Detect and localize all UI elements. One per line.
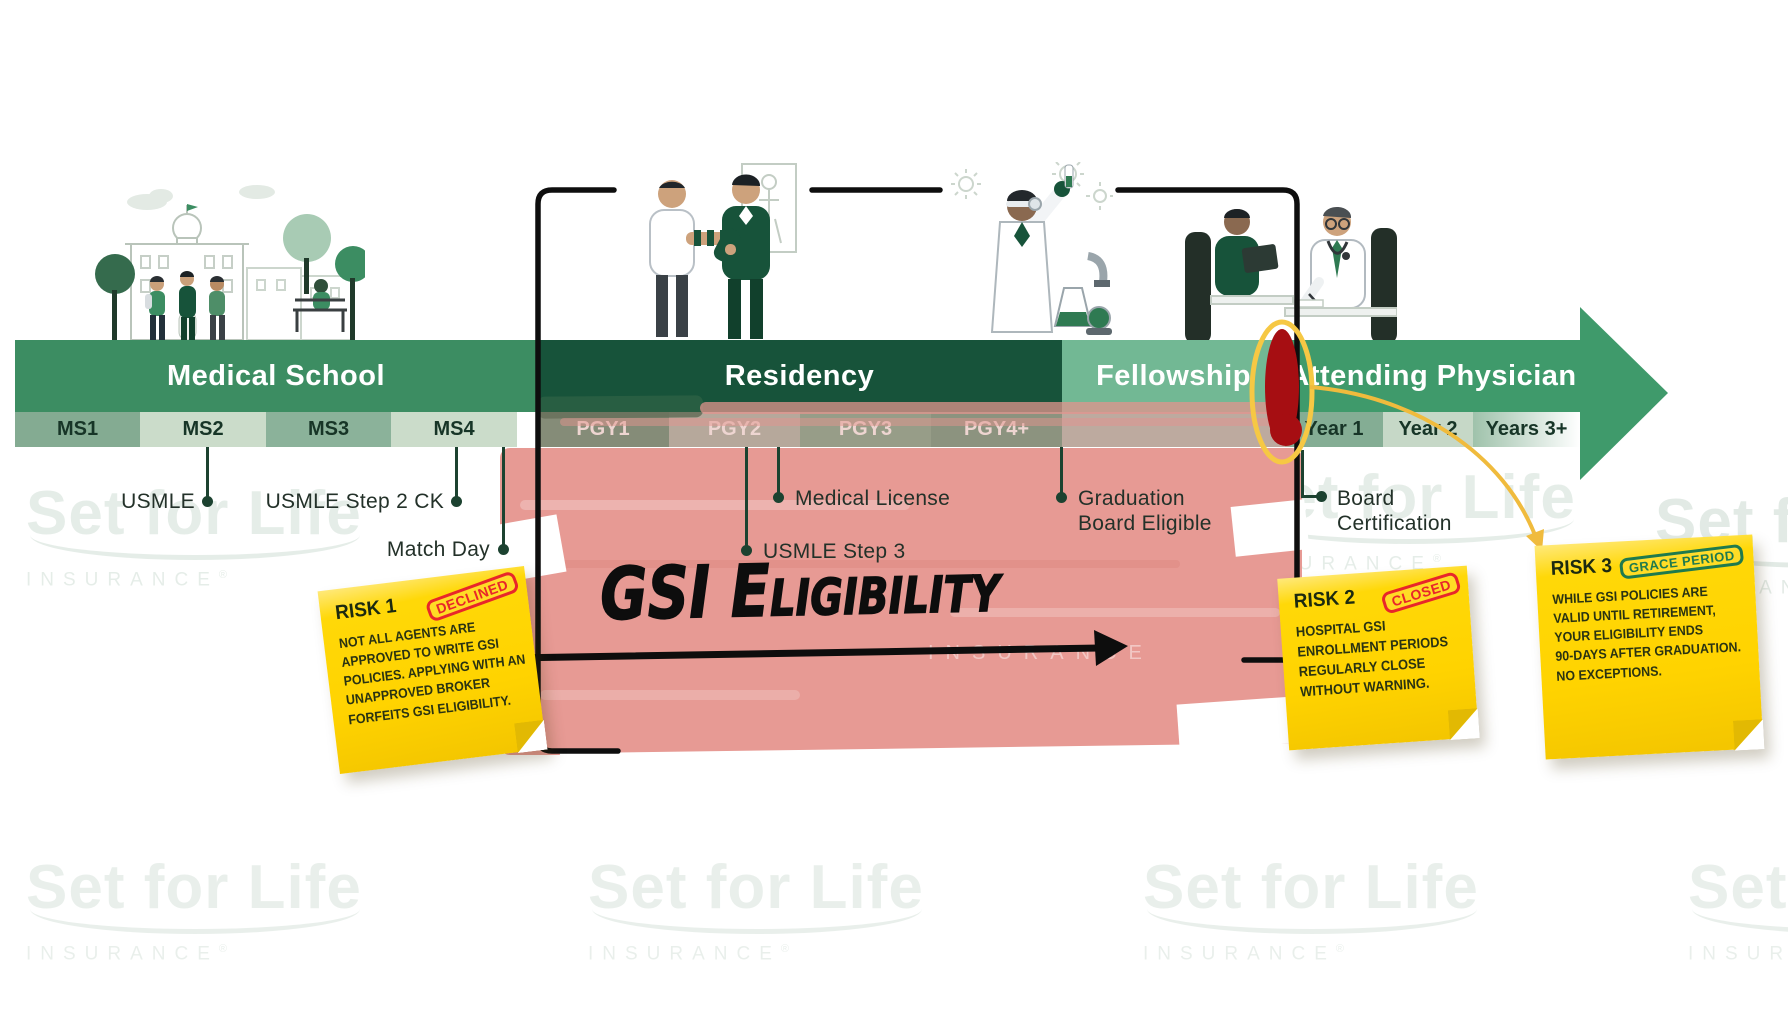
watermark-swoosh: [30, 535, 360, 560]
milestone-usmle: USMLE: [121, 490, 195, 513]
risk3-note: RISK 3 GRACE PERIOD WHILE GSI POLICIES A…: [1534, 534, 1764, 760]
milestone-line: [1060, 447, 1063, 497]
doctor-writing-figure: [1284, 206, 1398, 344]
grace-period-stamp: GRACE PERIOD: [1618, 543, 1745, 580]
watermark-insurance: INSURANCE®: [26, 569, 228, 591]
watermark-swoosh: [30, 909, 360, 934]
risk1-title: RISK 1: [334, 594, 398, 625]
risk3-body: WHILE GSI POLICIES ARE VALID UNTIL RETIR…: [1552, 581, 1741, 686]
risk2-title: RISK 2: [1293, 586, 1356, 613]
watermark-brand: Set for Life: [1143, 853, 1479, 922]
watermark: Set for Life INSURANCE®: [1143, 852, 1503, 965]
test-tube-icon: [1066, 176, 1072, 187]
milestone-graduation-line1: Graduation: [1078, 487, 1185, 510]
arrow-right-icon: [1094, 630, 1128, 666]
risk3-pointer-arrow: [1309, 385, 1544, 551]
watermark-insurance: INSURANCE®: [1688, 943, 1788, 965]
milestone-line: [455, 447, 458, 499]
milestone-dot: [1316, 491, 1327, 502]
watermark-swoosh: [1147, 909, 1477, 934]
milestone-dot: [498, 544, 509, 555]
campus-scene-graphic: [95, 185, 371, 341]
subseg-ms4: MS4: [391, 412, 517, 447]
milestone-line: [1301, 450, 1304, 498]
stage-label: Residency: [724, 359, 875, 392]
watermark-insurance: INSURANCE®: [588, 943, 790, 965]
milestone-graduation-board-eligible: Graduation Board Eligible: [1078, 486, 1212, 536]
milestone-board-line2: Certification: [1337, 512, 1452, 535]
subseg-ms1: MS1: [15, 412, 140, 447]
glasses-icon: [1325, 218, 1337, 230]
risk2-body: HOSPITAL GSI ENROLLMENT PERIODS REGULARL…: [1295, 612, 1452, 702]
note-header: RISK 2 CLOSED: [1293, 570, 1463, 615]
note-header: RISK 3 GRACE PERIOD: [1550, 543, 1745, 581]
milestone-board-certification: Board Certification: [1337, 486, 1452, 536]
subseg-ms2: MS2: [140, 412, 266, 447]
watermark-brand: Set for Life: [588, 853, 924, 922]
residents-scene-graphic: [649, 163, 797, 339]
subseg-years3plus: Years 3+: [1473, 412, 1580, 447]
watermark-insurance: INSURANCE®: [26, 943, 228, 965]
stage-medical-school: Medical School: [15, 340, 537, 412]
milestone-line: [206, 447, 209, 499]
milestone-dot: [451, 496, 462, 507]
risk2-note: RISK 2 CLOSED HOSPITAL GSI ENROLLMENT PE…: [1277, 565, 1479, 751]
watermark: Set for Life INSURANCE®: [1688, 852, 1788, 965]
milestone-graduation-line2: Board Eligible: [1078, 512, 1212, 535]
milestone-line: [502, 447, 505, 547]
milestone-medical-license: Medical License: [795, 487, 951, 510]
rowhouses-icon: [246, 267, 354, 341]
tree-icon: [283, 214, 331, 294]
watermark-swoosh: [1244, 519, 1574, 544]
paper-icon: [1294, 299, 1324, 308]
closed-stamp: CLOSED: [1379, 570, 1463, 615]
building-windows: [140, 255, 233, 293]
watermark-brand: Set for Life: [26, 853, 362, 922]
tree-icon: [95, 254, 135, 340]
watermark-brand: Set for Life: [1688, 853, 1788, 922]
risk1-body: NOT ALL AGENTS ARE APPROVED TO WRITE GSI…: [338, 614, 526, 730]
timeline-arrowhead-icon: [1580, 307, 1668, 480]
stage-attending-physician: Attending Physician: [1285, 340, 1580, 412]
laptop-icon: [1241, 244, 1279, 273]
flag-icon: [187, 204, 198, 211]
milestone-dot: [202, 496, 213, 507]
milestone-board-line1: Board: [1337, 487, 1395, 510]
milestone-dot: [1056, 492, 1067, 503]
eligibility-span-arrow: [482, 630, 1128, 674]
subseg-year2: Year 2: [1383, 412, 1473, 447]
stage-label: Attending Physician: [1288, 359, 1577, 392]
brush-streak: [540, 690, 800, 700]
milestone-elbow-line: [1301, 495, 1318, 498]
milestone-line: [777, 447, 780, 497]
milestone-usmle-step2ck: USMLE Step 2 CK: [265, 490, 444, 513]
milestone-match-day: Match Day: [386, 538, 490, 561]
stethoscope-icon: [1326, 240, 1349, 255]
cloud-icon: [127, 185, 275, 210]
bench-with-person-icon: [293, 279, 347, 332]
watermark-swoosh: [592, 909, 922, 934]
declined-stamp: DECLINED: [424, 570, 521, 623]
milestone-line: [745, 447, 748, 548]
eligibility-tint-over-subband: [537, 412, 1290, 447]
stage-label: Fellowship: [1096, 359, 1251, 392]
tree-icon: [335, 246, 371, 340]
medical-school-illustration: [95, 182, 371, 349]
risk3-title: RISK 3: [1550, 554, 1613, 581]
stage-label: Medical School: [166, 359, 386, 392]
watermark: Set for Life INSURANCE®: [588, 852, 948, 965]
lab-scene-graphic: [951, 160, 1114, 335]
watermark: Set for Life INSURANCE®: [26, 478, 386, 591]
watermark-insurance: INSURANCE®: [1143, 943, 1345, 965]
watermark: Set for Life INSURANCE®: [26, 852, 386, 965]
fellowship-illustration: [948, 160, 1114, 347]
risk1-note: RISK 1 DECLINED NOT ALL AGENTS ARE APPRO…: [317, 566, 547, 774]
milestone-dot: [773, 492, 784, 503]
flasks-icon: [1053, 287, 1111, 330]
tie-icon: [1332, 240, 1342, 278]
watermark-brand: Set for Life: [26, 479, 362, 548]
residency-illustration: [622, 158, 802, 347]
subseg-ms3: MS3: [266, 412, 391, 447]
walking-students-icon: [145, 271, 225, 341]
